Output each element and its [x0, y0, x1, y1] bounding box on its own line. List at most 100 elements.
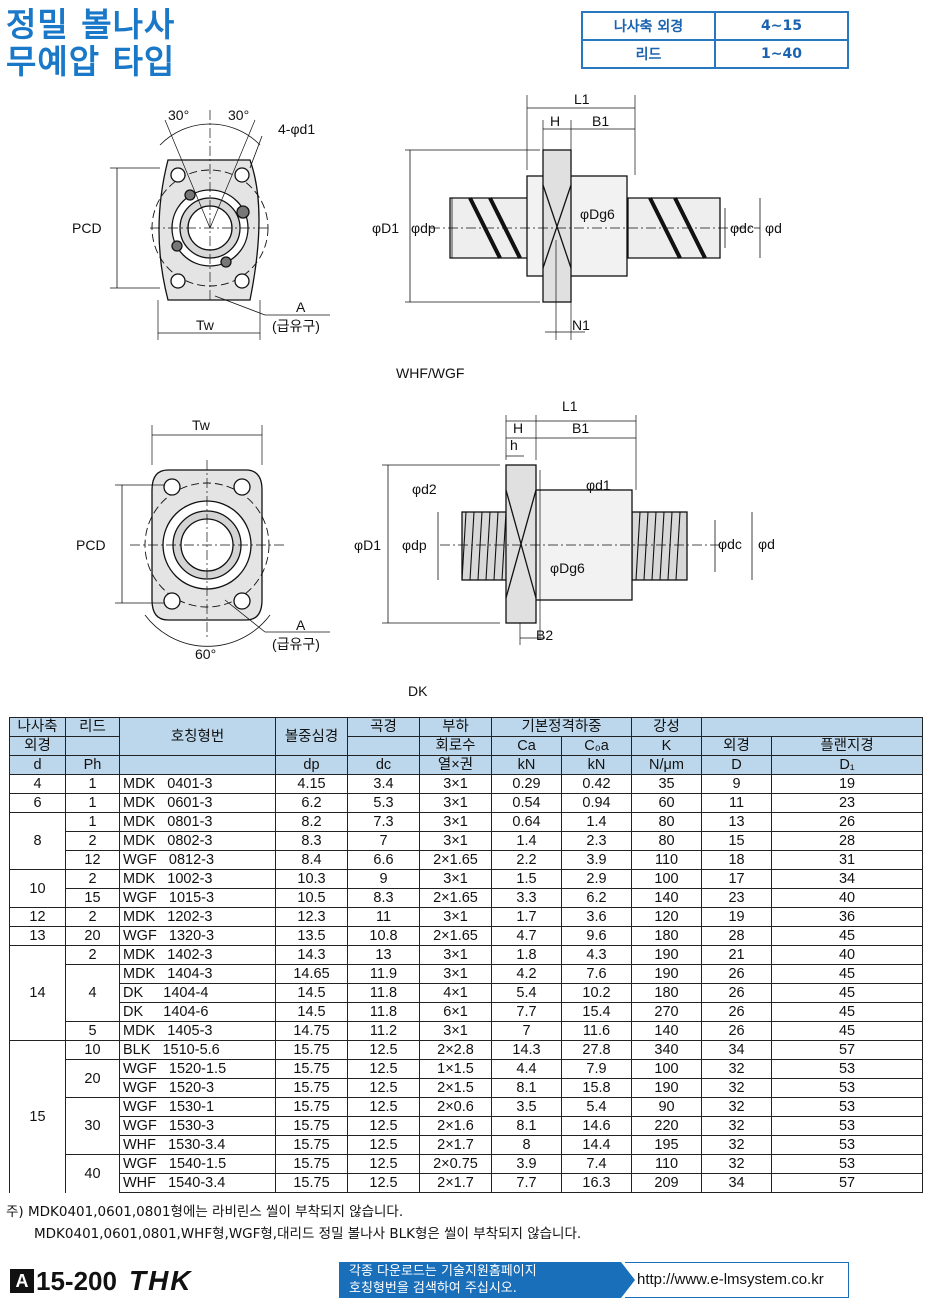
spec-value-shaft-diameter: 4∼15 [714, 11, 849, 41]
table-cell: 1.7 [491, 907, 562, 927]
table-cell: 15.8 [560, 1078, 633, 1098]
table-cell: 2×1.65 [419, 926, 492, 946]
table-cell: 34 [771, 869, 924, 889]
table-cell: 45 [771, 964, 924, 984]
table-cell: 28 [701, 926, 773, 946]
table-cell: 8.1 [491, 1078, 562, 1098]
table-cell: 34 [701, 1173, 773, 1193]
table-cell: 2 [65, 945, 120, 965]
table-cell: 53 [771, 1078, 924, 1098]
label-dp-1: φdp [411, 220, 436, 236]
table-cell: MDK 1002-3 [119, 869, 276, 889]
table-cell: 8.1 [491, 1116, 562, 1136]
table-cell: 3.4 [347, 774, 420, 794]
table-cell: 19 [771, 774, 924, 794]
header-D: D [701, 755, 773, 775]
table-cell: BLK 1510-5.6 [119, 1040, 276, 1060]
table-cell: 220 [631, 1116, 703, 1136]
table-cell: 2×1.5 [419, 1078, 492, 1098]
label-h-small: h [510, 437, 518, 453]
label-pcd-2: PCD [76, 537, 106, 553]
table-cell: 8.4 [275, 850, 348, 870]
table-cell: 14.3 [491, 1040, 562, 1060]
table-cell: 12.5 [347, 1078, 420, 1098]
table-cell: 3×1 [419, 964, 492, 984]
table-cell: 35 [631, 774, 703, 794]
table-cell: 2×1.7 [419, 1173, 492, 1193]
table-cell: 1.8 [491, 945, 562, 965]
table-cell: 13 [701, 812, 773, 832]
table-cell: 31 [771, 850, 924, 870]
table-cell: 16.3 [560, 1173, 633, 1193]
table-cell: 45 [771, 1021, 924, 1041]
label-d1-small: φd1 [586, 477, 611, 493]
page-title: 정밀 볼나사 무예압 타입 [6, 6, 175, 80]
table-cell: 3×1 [419, 945, 492, 965]
page-number: 15-200 [36, 1266, 117, 1296]
table-cell: 12.5 [347, 1097, 420, 1117]
table-cell: 53 [771, 1059, 924, 1079]
label-b1-1: B1 [592, 113, 609, 129]
header-model: 호칭형번 [119, 717, 276, 756]
header-ca: Ca [491, 736, 562, 756]
label-d-2: φd [758, 536, 775, 552]
table-cell: 140 [631, 888, 703, 908]
table-cell: 53 [771, 1154, 924, 1174]
table-cell: 13 [347, 945, 420, 965]
table-cell: 32 [701, 1097, 773, 1117]
header-rigidity: 강성 [631, 717, 703, 737]
table-cell: 11.2 [347, 1021, 420, 1041]
header-shaft-line1: 나사축 [9, 717, 66, 737]
note-line-2: MDK0401,0601,0801,WHF형,WGF형,대리드 정밀 볼나사 B… [34, 1226, 582, 1242]
table-cell: 0.54 [491, 793, 562, 813]
title-line-1: 정밀 볼나사 [6, 5, 176, 44]
header-model-blank [119, 755, 276, 775]
table-cell: 7.6 [560, 964, 633, 984]
table-cell: WHF 1540-3.4 [119, 1173, 276, 1193]
table-cell: 53 [771, 1116, 924, 1136]
table-cell: 4.15 [275, 774, 348, 794]
header-lead-line1: 리드 [65, 717, 120, 737]
label-a-2: A [296, 617, 306, 633]
table-cell: 180 [631, 926, 703, 946]
table-cell: 195 [631, 1135, 703, 1155]
table-cell: WGF 1320-3 [119, 926, 276, 946]
table-cell: 40 [771, 888, 924, 908]
table-cell: 190 [631, 945, 703, 965]
table-cell: 2×1.65 [419, 850, 492, 870]
table-cell: 32 [701, 1059, 773, 1079]
table-cell: 5 [65, 1021, 120, 1041]
table-cell: 0.94 [560, 793, 633, 813]
table-cell: 15 [65, 888, 120, 908]
table-cell: 9.6 [560, 926, 633, 946]
table-cell: 8 [9, 812, 66, 870]
table-cell: 15.4 [560, 1002, 633, 1022]
caption-dk: DK [408, 683, 428, 699]
table-cell: 11.9 [347, 964, 420, 984]
download-banner[interactable]: 각종 다운로드는 기술지원홈페이지 호칭형번을 검색하여 주십시오. http:… [339, 1262, 849, 1298]
technical-drawing: 30° 30° 4-φd1 PCD A (급유구) Tw L1 H B1 φD1… [72, 91, 782, 662]
label-d1-2: φD1 [354, 537, 381, 553]
table-cell: 270 [631, 1002, 703, 1022]
table-cell: 14.4 [560, 1135, 633, 1155]
table-cell: 23 [701, 888, 773, 908]
table-cell: 8.3 [275, 831, 348, 851]
header-d: d [9, 755, 66, 775]
label-n1: N1 [572, 317, 590, 333]
section-badge: A [10, 1269, 34, 1293]
label-d2: φd2 [412, 481, 437, 497]
table-cell: MDK 1402-3 [119, 945, 276, 965]
table-cell: 8.2 [275, 812, 348, 832]
table-cell: 11 [701, 793, 773, 813]
table-cell: 1.4 [560, 812, 633, 832]
dk-side-view [382, 415, 753, 645]
table-cell: 57 [771, 1040, 924, 1060]
table-cell: 4 [9, 774, 66, 794]
website-link[interactable]: http://www.e-lmsystem.co.kr [625, 1262, 849, 1298]
